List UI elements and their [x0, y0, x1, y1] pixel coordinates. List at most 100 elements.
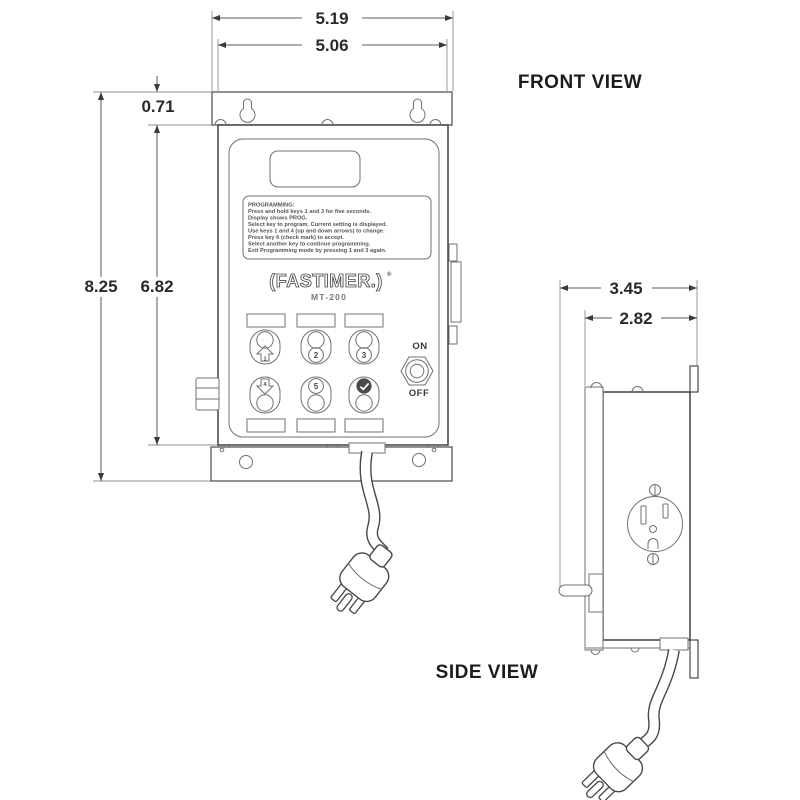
key-number: 3: [362, 351, 367, 360]
side-tab: [448, 243, 458, 262]
programming-line: Display shows PROG.: [248, 216, 308, 222]
side-cover: [450, 261, 462, 323]
outlet-slot-neutral: [640, 505, 647, 525]
outlet-center-screw: [649, 525, 657, 533]
screw-bump: [590, 382, 603, 389]
programming-label: PROGRAMMING: Press and hold keys 1 and 3…: [242, 195, 432, 260]
key-label-slot: [344, 313, 384, 328]
dimension-value: 2.82: [619, 309, 652, 328]
dimension-value: 0.71: [141, 97, 174, 116]
key-number: 1: [263, 356, 266, 362]
key-indicator: [307, 394, 325, 412]
switch-on-label: ON: [412, 341, 427, 352]
dimension-bracket-width: 5.19: [212, 9, 453, 28]
connector-body: [195, 377, 220, 411]
key-indicator: [256, 394, 274, 412]
key-capsule: [348, 329, 380, 365]
cord-strain-relief: [659, 637, 689, 651]
key-ring-icon: [308, 347, 324, 363]
keypad-button-2: 2: [300, 329, 332, 365]
outlet-receptacle: [627, 484, 683, 565]
mounting-bracket-top: [211, 91, 453, 126]
programming-line: Press and hold keys 1 and 3 for five sec…: [248, 209, 371, 215]
screw-bump: [630, 647, 640, 653]
power-plug-icon: [321, 535, 404, 624]
switch-lever: [558, 584, 593, 597]
key-label-slot: [296, 313, 336, 328]
key-label-slot: [296, 418, 336, 433]
screw-bump: [590, 649, 601, 655]
keyhole-slot-icon: [409, 98, 426, 123]
dimension-value: 5.06: [315, 36, 348, 55]
front-power-cord: [321, 442, 404, 624]
programming-label-box: [242, 195, 432, 260]
model-number: MT-200: [311, 292, 347, 302]
mounting-hole: [239, 455, 253, 469]
switch-lever-side: [558, 573, 604, 613]
accept-key-circle: [356, 378, 372, 394]
dimension-value: 3.45: [609, 279, 642, 298]
power-switch: ON OFF: [400, 341, 434, 399]
power-cord-inner: [638, 649, 679, 749]
dimension-value: 5.19: [315, 9, 348, 28]
key-indicator: [307, 331, 325, 349]
side-view-label: SIDE VIEW: [436, 662, 539, 683]
key-ring-icon: [308, 378, 324, 394]
outlet-slot-hot: [662, 503, 669, 519]
mounting-flange-top: [689, 365, 699, 393]
dimension-box-height: 6.82: [140, 125, 174, 445]
keypad-button-5: 5: [300, 376, 332, 414]
key-capsule: [249, 376, 281, 414]
key-capsule: [300, 329, 332, 365]
key-indicator: [256, 331, 274, 349]
mounting-hole: [412, 453, 426, 467]
outlet-face: [627, 496, 683, 552]
dimension-bracket-height: 8.25: [84, 92, 118, 481]
outlet-screw: [647, 553, 659, 565]
bracket-plate: [211, 91, 453, 126]
check-icon: [359, 382, 370, 391]
down-arrow-icon: [255, 378, 275, 395]
keypad-button-4: 4: [249, 376, 281, 414]
programming-line: Use keys 1 and 4 (up and down arrows) to…: [248, 229, 385, 235]
key-number: 4: [263, 382, 267, 388]
key-label-slot: [246, 418, 286, 433]
keypad-button-6: [348, 376, 380, 414]
dimension-top-offset: 0.71: [141, 76, 175, 116]
registered-mark: ®: [387, 271, 392, 278]
key-number: 2: [314, 351, 319, 360]
programming-line: Select key to program. Current setting i…: [248, 222, 387, 228]
programming-line: Select another key to continue programmi…: [248, 242, 371, 248]
key-capsule: [249, 329, 281, 365]
mounting-flange-bottom: [689, 639, 699, 679]
switch-bushing: [405, 359, 429, 383]
bracket-plate: [210, 446, 453, 482]
screw-dot: [219, 447, 225, 453]
key-ring-icon: [356, 347, 372, 363]
keypad-button-1: 1: [249, 329, 281, 365]
key-indicator: [355, 331, 373, 349]
brand-logo: (FASTIMER.): [269, 271, 383, 291]
dimension-depth-overall: 3.45: [560, 279, 697, 298]
side-power-cord: [572, 637, 689, 800]
key-label-slot: [246, 313, 286, 328]
front-view-label: FRONT VIEW: [518, 72, 642, 93]
keypad: 1 2 3 4: [246, 313, 384, 433]
keyhole-slot-icon: [239, 98, 256, 123]
screw-bump: [429, 119, 442, 126]
cord-strain-relief: [348, 442, 386, 454]
screw-bump: [631, 386, 644, 393]
key-label-slot: [344, 418, 384, 433]
front-view: 5.19 5.06 0.71 8.25 6.82: [84, 9, 642, 624]
screw-bump: [321, 119, 334, 126]
keypad-button-3: 3: [348, 329, 380, 365]
dimension-value: 6.82: [140, 277, 173, 296]
face-panel: [228, 138, 440, 438]
screw-bump: [214, 119, 227, 126]
outlet-screw: [649, 484, 661, 496]
dimension-depth-box: 2.82: [585, 309, 697, 328]
dimension-box-width: 5.06: [218, 36, 447, 55]
side-tab: [448, 325, 458, 345]
